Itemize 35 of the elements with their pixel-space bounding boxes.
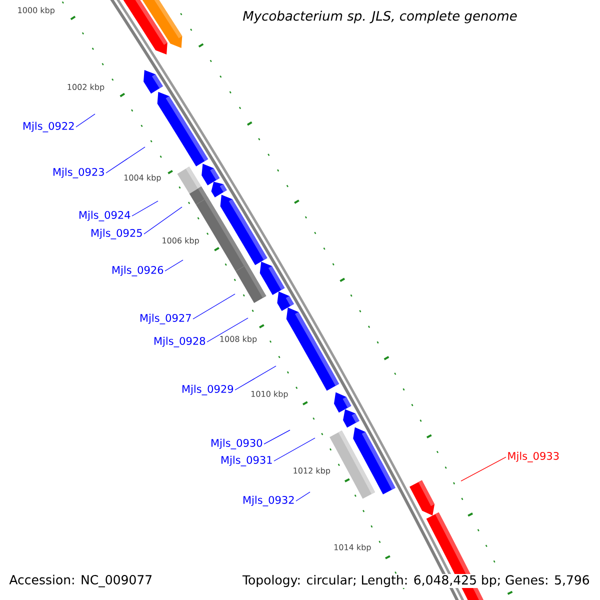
leader-line [460, 456, 506, 482]
gene-label: Mjls_0923 [54, 168, 104, 178]
gene-label: Mjls_0932 [244, 496, 294, 506]
leader-line [106, 146, 146, 174]
tick-label: 1006 kbp [162, 237, 199, 246]
gene-label: Mjls_0926 [112, 266, 164, 276]
leader-line [296, 492, 310, 502]
gene-label: Mjls_0927 [140, 314, 191, 324]
gene-label: Mjls_0931 [222, 456, 272, 466]
tick-label: 1000 kbp [18, 7, 55, 15]
tick-label: 1008 kbp [220, 336, 257, 344]
gene-label: Mjls_0925 [92, 228, 142, 240]
accession-label: Accession: NC_009077 [8, 574, 154, 588]
leader-line [164, 260, 184, 272]
tick-label: 1012 kbp [294, 467, 330, 476]
gene-label: Mjls_0929 [182, 384, 234, 396]
tick-label: 1002 kbp [68, 84, 104, 92]
leader-line [234, 366, 276, 390]
leader-line [206, 318, 248, 342]
leader-line [192, 294, 236, 320]
gene-label: Mjls_0922 [24, 122, 74, 132]
genome-info-label: Topology: circular; Length: 6,048,425 bp; Genes: 5,796 [241, 574, 591, 588]
gene-label: Mjls_0930 [212, 438, 262, 450]
title: Mycobacterium sp. JLS, complete genome [240, 8, 520, 26]
leader-line [264, 430, 290, 444]
gene-label: Mjls_0928 [154, 336, 206, 348]
leader-line [274, 438, 316, 462]
tick-label: 1010 kbp [251, 390, 288, 398]
tick-label: 1004 kbp [124, 174, 161, 182]
gene-label: Mjls_0924 [80, 210, 130, 222]
gene-label: Mjls_0933 [508, 452, 559, 462]
tick-label: 1014 kbp [334, 544, 371, 552]
leader-line [76, 114, 96, 128]
leader-line [144, 206, 182, 234]
leader-line [132, 200, 158, 216]
